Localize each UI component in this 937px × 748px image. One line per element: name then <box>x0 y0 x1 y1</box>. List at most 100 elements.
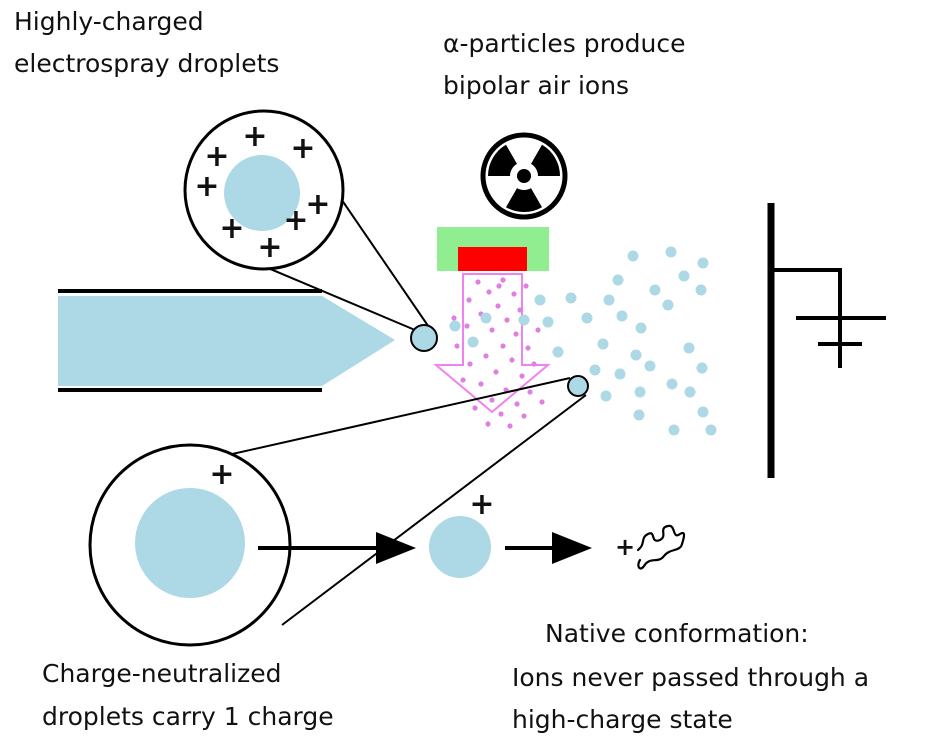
air-ion-dot <box>504 317 510 323</box>
air-ion-dot <box>513 331 519 337</box>
zoom-top-source-circle <box>410 324 438 352</box>
plus-sign: + <box>209 457 234 492</box>
droplet-dot <box>552 346 564 358</box>
zoom-bottom-connector-bottom <box>281 394 587 626</box>
droplet-dot <box>697 257 709 269</box>
air-ion-dot <box>483 353 489 359</box>
air-ion-dot <box>509 357 515 363</box>
zoom-bottom-source-circle <box>567 375 589 397</box>
droplet-dot <box>696 362 708 374</box>
label-highly-charged: Highly-charged <box>14 7 204 36</box>
air-ion-dot <box>507 423 513 429</box>
air-ion-dot <box>535 327 541 333</box>
air-ion-dot <box>500 277 506 283</box>
droplet-dot <box>614 368 626 380</box>
droplet-dot <box>705 424 717 436</box>
arrow-head-2 <box>552 532 592 564</box>
zoom-highly-charged-droplet: + + + + + + + + <box>183 109 438 352</box>
label-bipolar-air-ions: bipolar air ions <box>443 71 629 100</box>
arrow-head-1 <box>376 532 416 564</box>
zoom-neutralized-droplet: + <box>88 375 589 647</box>
droplet-dot <box>666 378 678 390</box>
air-ion-dot <box>525 345 531 351</box>
droplet-dot <box>678 270 690 282</box>
protein-ion-squiggle <box>636 524 686 570</box>
radiation-hazard-icon <box>480 132 568 220</box>
air-ion-dot <box>498 411 504 417</box>
air-ion-dot <box>500 343 506 349</box>
plus-sign: + <box>219 211 244 246</box>
label-droplets-one-charge: droplets carry 1 charge <box>42 702 334 731</box>
droplet-dot <box>467 336 479 348</box>
droplet-dot <box>697 406 709 418</box>
air-ion-dot <box>472 405 478 411</box>
droplet-dot <box>665 246 677 258</box>
droplet-dot <box>635 322 647 334</box>
label-ions-never-passed: Ions never passed through a <box>512 663 869 692</box>
air-ion-dot <box>475 279 481 285</box>
plus-sign: + <box>305 187 330 222</box>
charged-droplet <box>224 155 300 231</box>
air-ion-dot <box>460 377 466 383</box>
droplet-dot <box>630 349 642 361</box>
droplet-dot <box>534 294 546 306</box>
air-ion-dot <box>454 343 460 349</box>
droplet-dot <box>627 250 639 262</box>
droplet-dot <box>589 364 601 376</box>
plus-sign: + <box>204 139 229 174</box>
air-ion-dot <box>489 397 495 403</box>
air-ion-dot <box>527 389 533 395</box>
air-ion-dot <box>466 297 472 303</box>
air-ion-dot <box>495 303 501 309</box>
ground-symbol-icon <box>767 203 886 478</box>
droplet-dot <box>616 310 628 322</box>
droplet-dot <box>480 312 492 324</box>
evaporation-sequence: + + <box>258 487 686 578</box>
plus-sign: + <box>242 119 267 154</box>
droplet-dot <box>684 386 696 398</box>
plus-sign: + <box>194 169 219 204</box>
droplet-dot <box>612 274 624 286</box>
label-high-charge-state: high-charge state <box>512 705 733 734</box>
zoom-top-connector-right <box>334 189 436 337</box>
air-ion-dot <box>514 401 520 407</box>
plus-sign: + <box>283 203 308 238</box>
neutralized-droplet <box>135 488 245 598</box>
plus-sign: + <box>469 487 494 522</box>
label-alpha-particles: α-particles produce <box>443 29 686 58</box>
air-ion-dot <box>464 323 470 329</box>
bipolar-air-ions <box>451 277 545 429</box>
droplet-cloud <box>449 246 717 436</box>
droplet-dot <box>633 409 645 421</box>
zoom-bottom-connector-top <box>169 377 571 469</box>
air-ion-dot <box>517 307 523 313</box>
air-ion-dot <box>539 399 545 405</box>
air-ion-dot <box>451 315 457 321</box>
droplet-dot <box>542 316 554 328</box>
label-electrospray-droplets: electrospray droplets <box>14 49 279 78</box>
air-ion-dot <box>467 361 473 367</box>
droplet-dot <box>581 312 593 324</box>
air-ion-dot <box>531 361 537 367</box>
air-ion-dot <box>496 283 502 289</box>
label-charge-neutralized: Charge-neutralized <box>42 659 281 688</box>
droplet-dot <box>518 314 530 326</box>
small-droplet <box>429 516 491 578</box>
droplet-dot <box>695 284 707 296</box>
capillary-liquid <box>58 296 395 386</box>
droplet-dot <box>644 360 656 372</box>
droplet-dot <box>600 390 612 402</box>
droplet-dot <box>565 292 577 304</box>
plus-sign: + <box>615 533 635 561</box>
plus-sign: + <box>257 230 282 265</box>
droplet-dot <box>597 338 609 350</box>
air-ion-dot <box>478 381 484 387</box>
alpha-source <box>458 247 527 271</box>
air-ion-dot <box>523 283 529 289</box>
label-native-conformation: Native conformation: <box>545 619 809 648</box>
droplet-dot <box>662 299 674 311</box>
droplet-dot <box>634 386 646 398</box>
emitter-capillary <box>58 289 395 392</box>
droplet-dot <box>649 284 661 296</box>
